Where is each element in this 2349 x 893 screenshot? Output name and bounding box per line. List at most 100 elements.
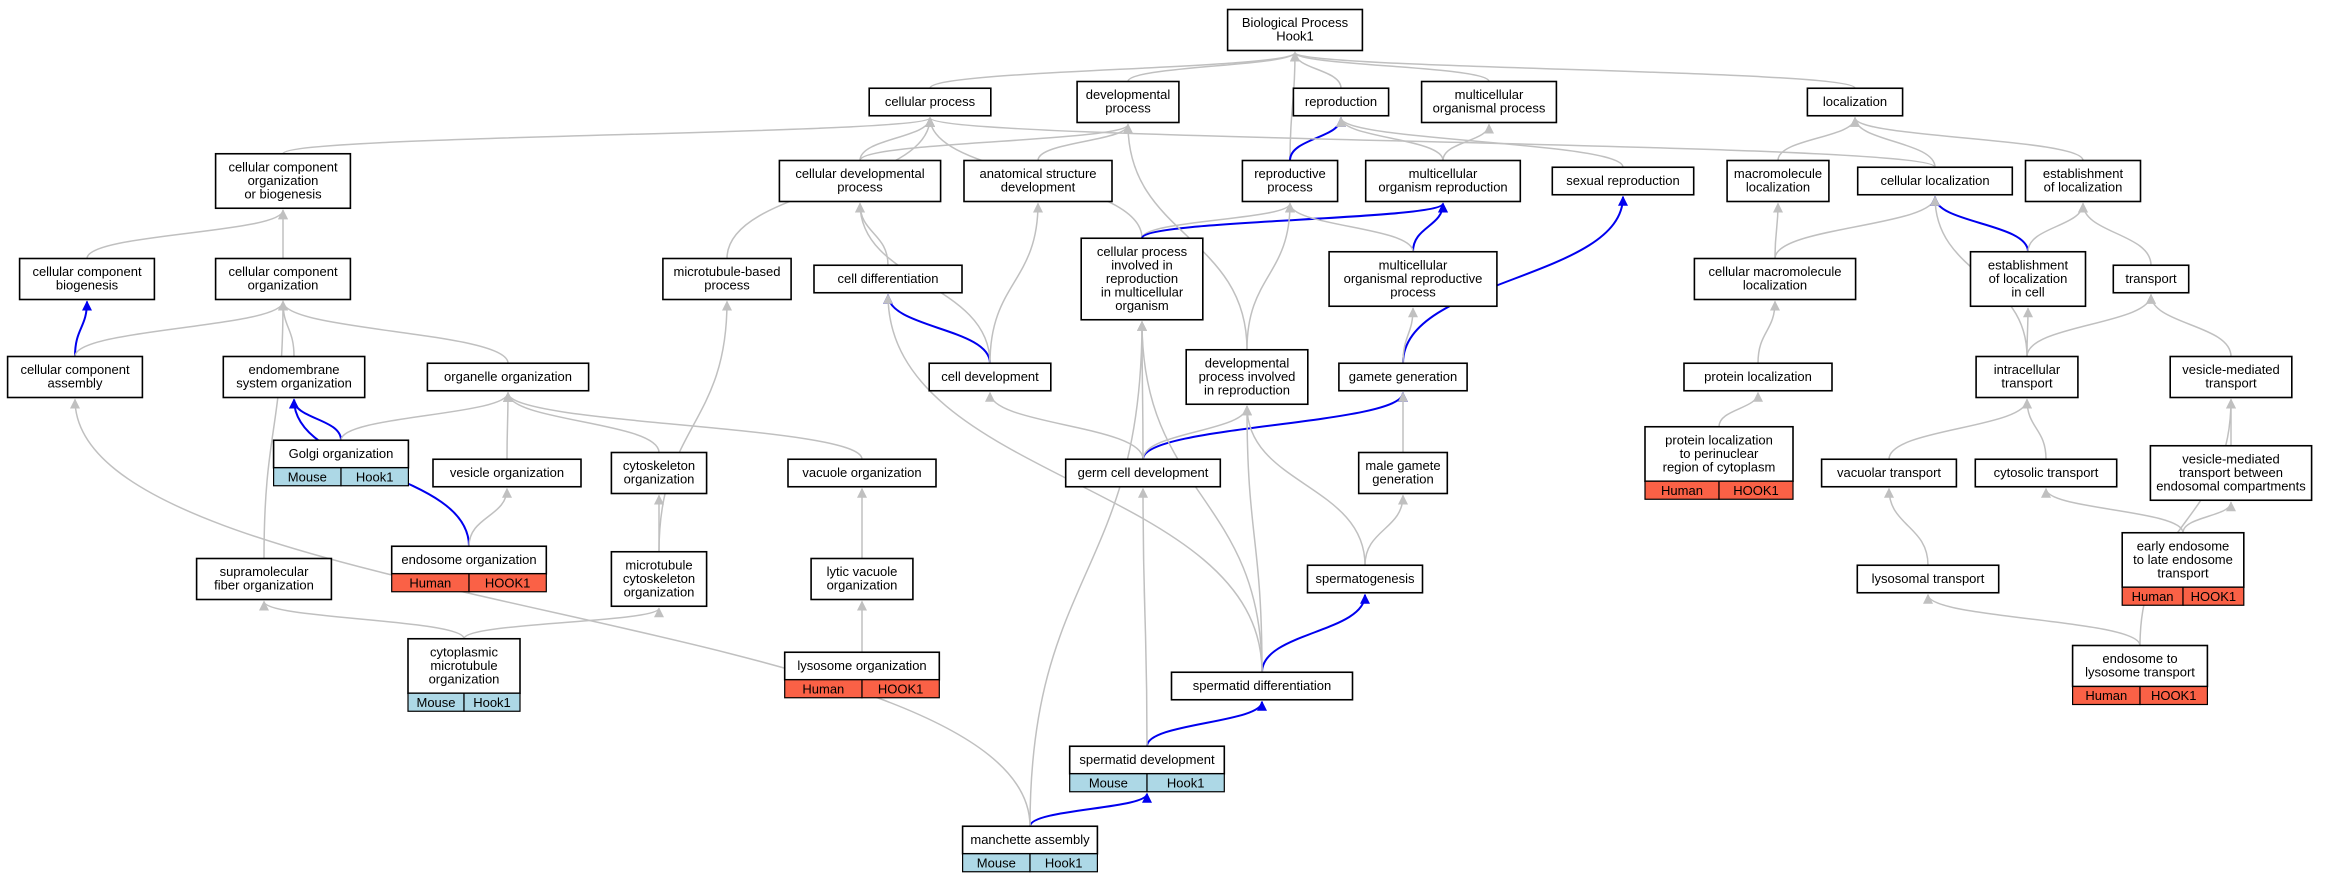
node-lysosomal-transport[interactable]: lysosomal transport (1856, 564, 2000, 594)
node-label: organismal reproductive (1344, 271, 1483, 286)
node-label: cell development (941, 369, 1039, 384)
node-label: reproduction (1305, 94, 1377, 109)
edge-endosome-to-lysosome-transport-to-vesicle-mediated-transport (2139, 398, 2236, 646)
node-label: early endosome (2137, 538, 2230, 553)
human-tag-label: HOOK1 (485, 575, 531, 590)
node-label: organization (248, 173, 319, 188)
node-box (1726, 159, 1830, 203)
node-protein-localization[interactable]: protein localization (1683, 362, 1833, 392)
edge-developmental-process-reproduction-to-reproductive-process (1246, 202, 1295, 350)
human-tag-label: Human (409, 575, 451, 590)
edge-manchette-assembly-to-cellular-process-reproduction (1029, 320, 1147, 827)
edge-germ-cell-development-to-gamete-generation (1142, 391, 1408, 460)
edge-cc-assembly-to-cc-organization (74, 300, 288, 357)
node-box (868, 87, 992, 117)
node-spermatid-differentiation[interactable]: spermatid differentiation (1170, 671, 1354, 701)
node-germ-cell-development[interactable]: germ cell development (1064, 458, 1222, 488)
node-cell-differentiation[interactable]: cell differentiation (813, 264, 963, 294)
mouse-tag-label: Mouse (288, 469, 327, 484)
node-box (1357, 451, 1449, 495)
node-vesicle-organization[interactable]: vesicle organization (432, 458, 582, 488)
node-label: lysosomal transport (1872, 571, 1985, 586)
node-label: cytoskeleton (623, 571, 695, 586)
edge-layer (70, 51, 2236, 827)
node-label: of localization (2044, 180, 2123, 195)
edge-microtubule-cytoskeleton-organization-to-microtubule-based-process (658, 300, 732, 552)
node-box (222, 355, 366, 399)
edge-cellular-process-to-root (929, 51, 1300, 89)
node-label: endosome organization (401, 552, 536, 567)
node-cell-development[interactable]: cell development (928, 362, 1052, 392)
node-box (1241, 159, 1339, 203)
node-sexual-reproduction[interactable]: sexual reproduction (1551, 166, 1695, 196)
node-organelle-organization[interactable]: organelle organization (426, 362, 590, 392)
node-transport[interactable]: transport (2112, 264, 2190, 294)
node-label: localization (1746, 180, 1810, 195)
node-cellular-localization[interactable]: cellular localization (1856, 166, 2014, 196)
edge-vacuolar-transport-to-intracellular-transport (1888, 398, 2032, 460)
edge-manchette-assembly-to-spermatid-development (1029, 792, 1152, 827)
human-tag-label: Human (802, 681, 844, 696)
node-localization[interactable]: localization (1806, 87, 1904, 117)
human-tag-label: HOOK1 (878, 681, 924, 696)
edge-cellular-macromolecule-localization-to-macromolecule-localization (1772, 202, 1783, 259)
edge-spermatid-development-to-germ-cell-development (1138, 487, 1149, 747)
node-reproduction[interactable]: reproduction (1292, 87, 1390, 117)
edge-localization-to-root (1290, 51, 1856, 89)
node-label: protein localization (1665, 432, 1773, 447)
node-label: cytosolic transport (1994, 465, 2099, 480)
node-cytosolic-transport[interactable]: cytosolic transport (1974, 458, 2118, 488)
node-box (1068, 745, 1226, 775)
edge-organelle-organization-to-cc-organization (278, 300, 509, 364)
node-vacuolar-transport[interactable]: vacuolar transport (1820, 458, 1958, 488)
node-label: germ cell development (1078, 465, 1209, 480)
node-label: involved in (1111, 257, 1172, 272)
node-vacuole-organization[interactable]: vacuole organization (787, 458, 937, 488)
node-gamete-generation[interactable]: gamete generation (1338, 362, 1468, 392)
node-spermatogenesis[interactable]: spermatogenesis (1306, 564, 1424, 594)
node-label: vacuolar transport (1837, 465, 1941, 480)
node-cellular-process[interactable]: cellular process (868, 87, 992, 117)
node-box (2121, 531, 2245, 589)
edge-developmental-process-reproduction-to-developmental-process (1123, 123, 1248, 350)
node-label: cytoplasmic (430, 644, 498, 659)
node-box (1185, 348, 1309, 406)
